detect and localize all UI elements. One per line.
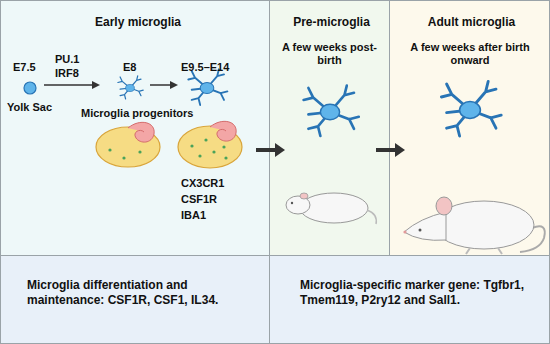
stage-arrow (256, 143, 285, 157)
panel-text: IRF8 (55, 67, 79, 80)
stage-arrow (44, 84, 98, 86)
panel-title: Microglia-specific marker gene: Tgfbr1, … (300, 278, 545, 308)
panel-text: Yolk Sac (7, 101, 52, 114)
panel-text: A few weeks after birth onward (408, 41, 532, 67)
panel-title: Pre-microglia (272, 15, 391, 30)
panel-title: Adult microglia (392, 15, 550, 30)
panel-text: A few weeks post-birth (280, 41, 379, 67)
yolk-sac (178, 121, 242, 168)
panel-text: E9.5–E14 (181, 61, 229, 74)
info-panel: Microglia differentiation and maintenanc… (0, 255, 270, 344)
panel-title: Early microglia (3, 15, 273, 30)
yolk-sac (96, 122, 160, 167)
mouse-pup (286, 193, 376, 224)
panel-title: Microglia differentiation and maintenanc… (27, 278, 265, 308)
cell (118, 76, 143, 99)
panel-text: CX3CR1 (181, 177, 224, 190)
adult-mouse (403, 197, 544, 254)
panel-text: E7.5 (13, 61, 36, 74)
cell (188, 69, 227, 105)
panel-text: E8 (123, 61, 136, 74)
panel-text: IBA1 (181, 209, 206, 222)
stage-arrow (150, 84, 176, 86)
info-panel: Microglia-specific marker gene: Tgfbr1, … (269, 255, 550, 344)
panel-text: CSF1R (181, 193, 217, 206)
panel-text: Microglia progenitors (81, 107, 193, 120)
cell (24, 82, 36, 94)
stage-arrow (376, 143, 405, 157)
cell (441, 81, 501, 136)
cell (304, 86, 359, 136)
panel-text: PU.1 (55, 53, 79, 66)
